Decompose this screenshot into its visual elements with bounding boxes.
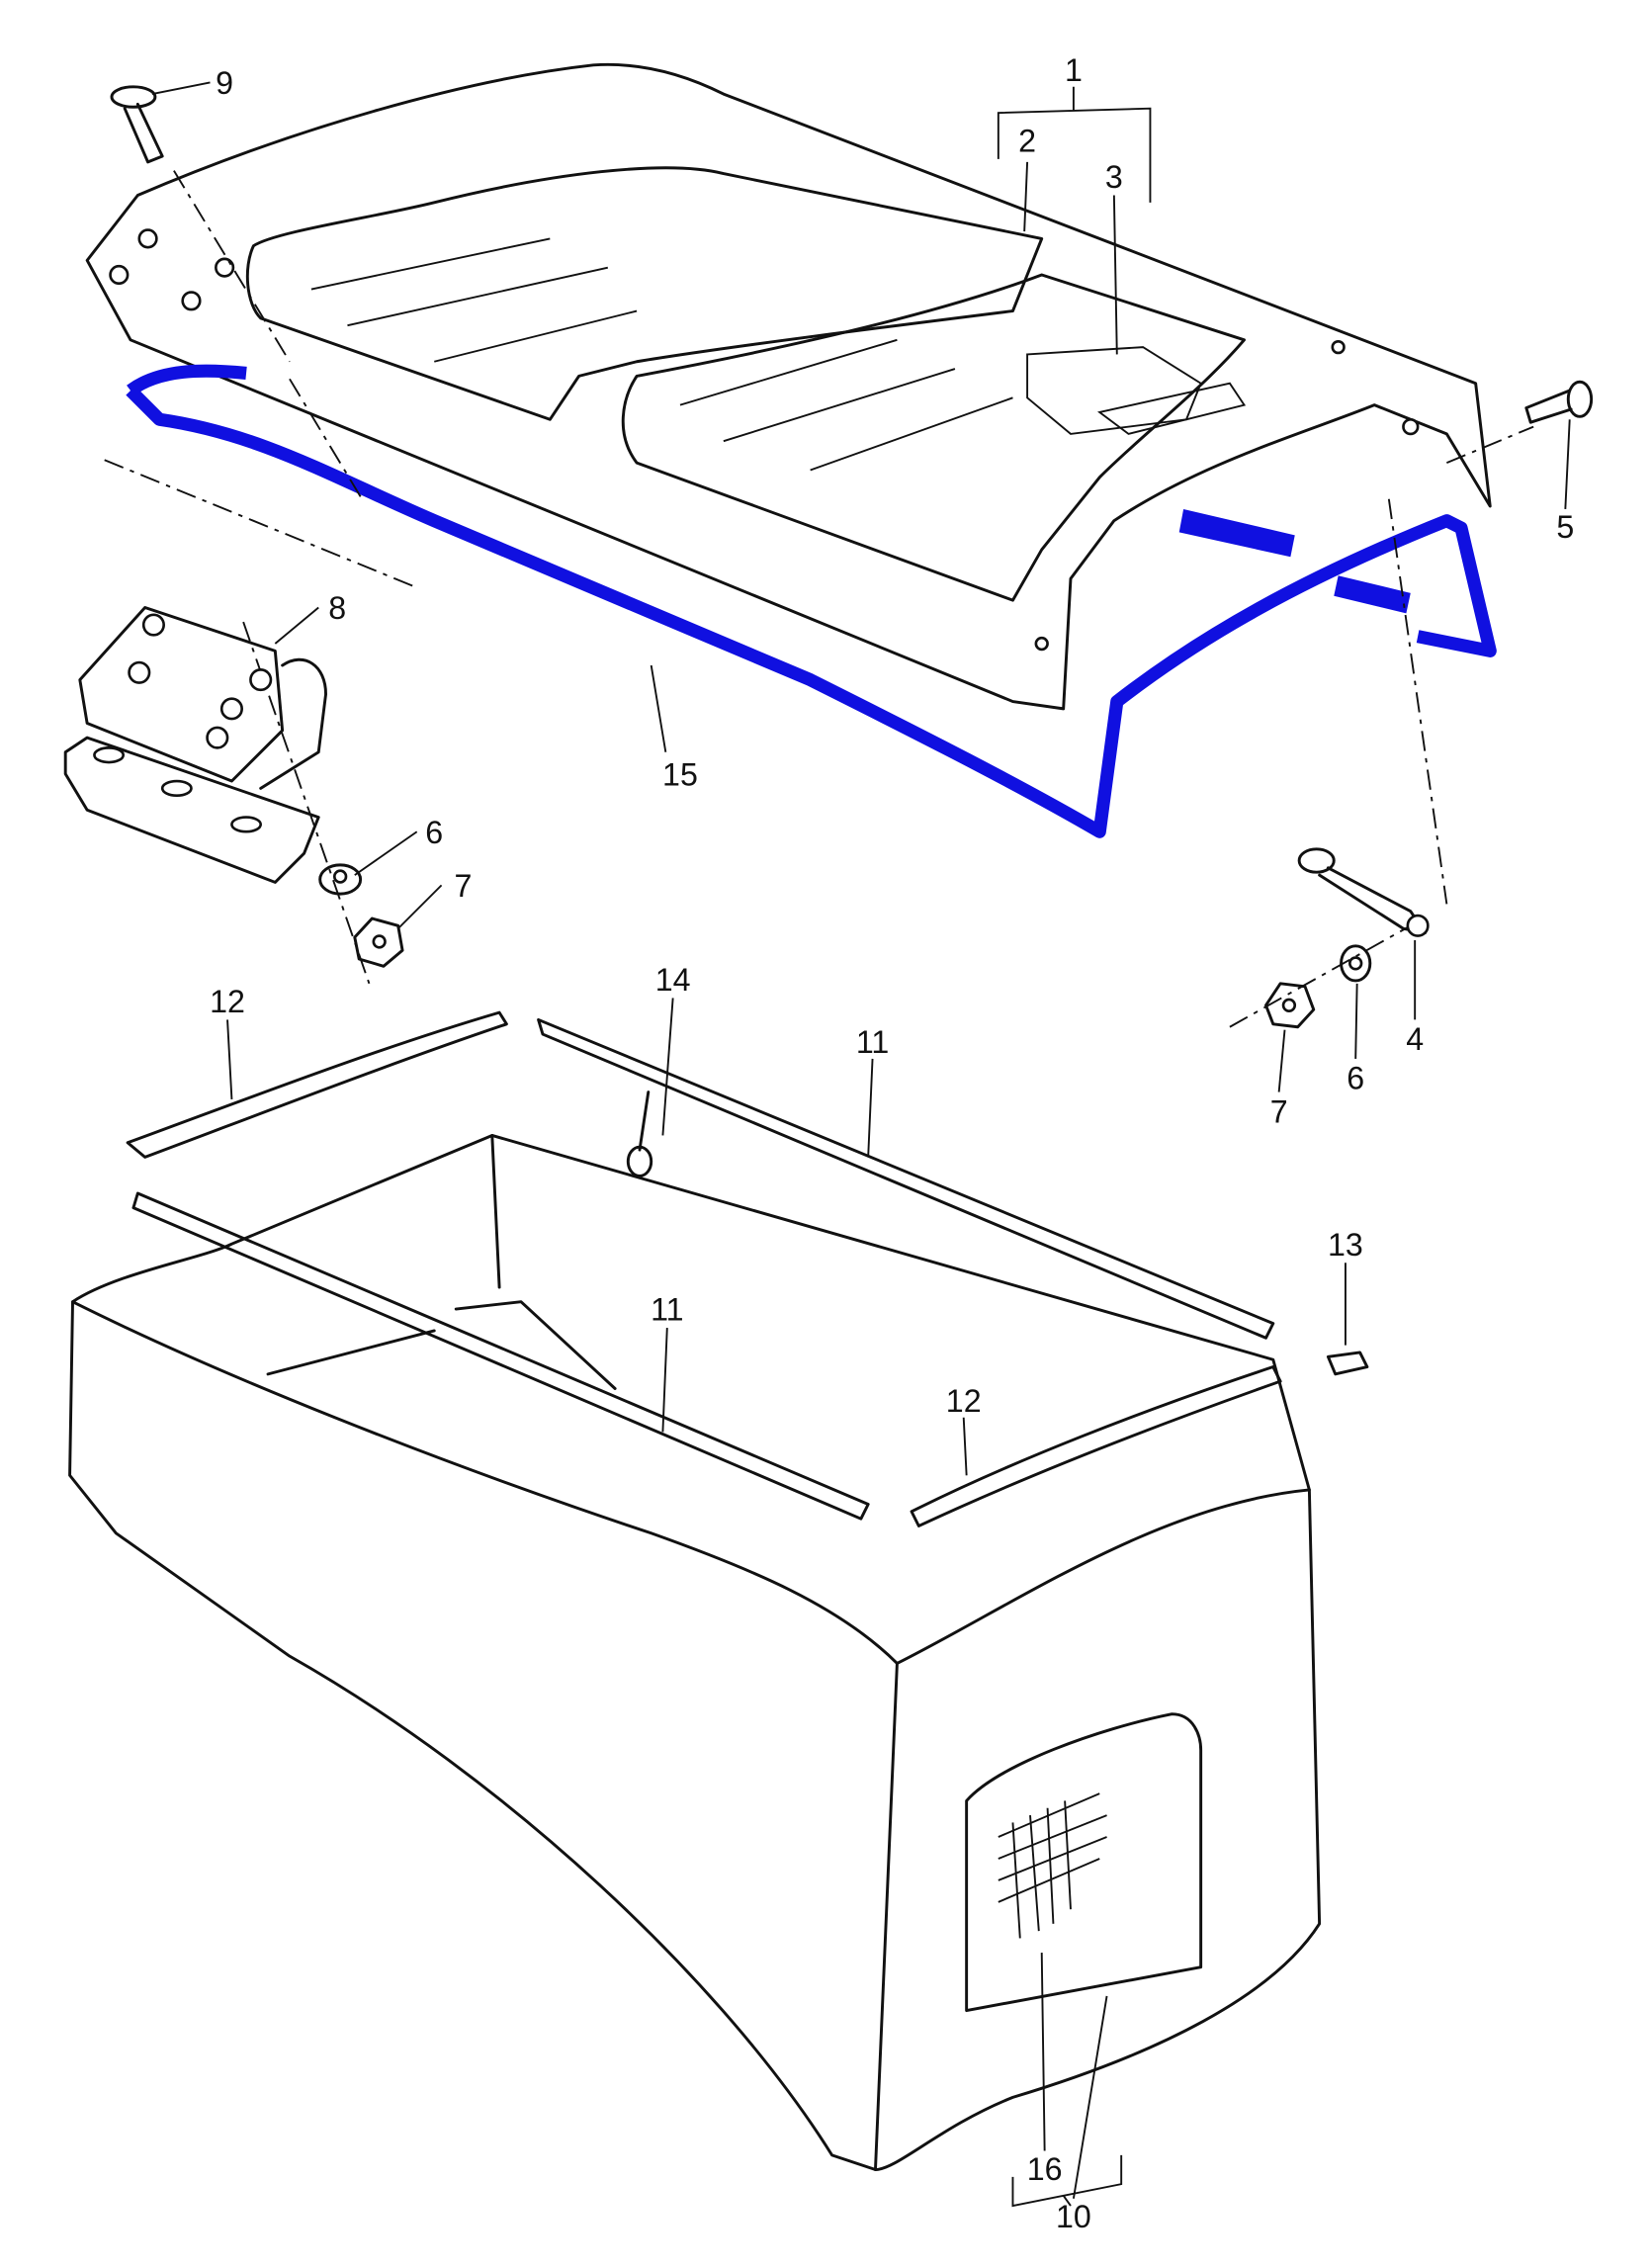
trunk-lid [85, 62, 1492, 711]
callout-11-bottom: 11 [651, 1292, 683, 1328]
washer-part-6-left [318, 863, 363, 896]
nut-part-7-right [1264, 982, 1316, 1029]
bolt-part-5 [1524, 380, 1594, 424]
callout-12-left: 12 [210, 984, 245, 1019]
callout-5: 5 [1556, 509, 1574, 545]
callout-6-right: 6 [1347, 1061, 1364, 1096]
callout-12-right: 12 [946, 1383, 982, 1419]
rails [126, 1010, 1282, 1527]
nut-part-7-left [353, 916, 404, 968]
hinge-part-8 [63, 606, 327, 884]
trunk-body [68, 1134, 1322, 2208]
washer-part-6-right [1340, 944, 1372, 983]
callout-4: 4 [1406, 1021, 1424, 1057]
callout-9: 9 [216, 65, 233, 101]
stay-part-4 [1297, 847, 1430, 937]
screw-part-14 [626, 1090, 653, 1178]
callout-7-right: 7 [1270, 1093, 1288, 1129]
callout-3: 3 [1105, 159, 1123, 195]
callout-14: 14 [655, 962, 691, 998]
callout-13: 13 [1328, 1227, 1363, 1263]
clip-part-13 [1326, 1351, 1369, 1376]
callout-1: 1 [1065, 52, 1083, 88]
callout-8: 8 [328, 590, 346, 626]
callout-10: 10 [1056, 2199, 1091, 2234]
callout-2: 2 [1018, 124, 1036, 159]
callout-7-left: 7 [455, 868, 473, 904]
callout-11-top: 11 [856, 1024, 889, 1060]
callout-labels: 1 2 3 5 9 8 15 6 7 12 14 11 4 6 7 13 11 … [210, 52, 1574, 2234]
seal-part-15 [126, 364, 1497, 838]
callout-16: 16 [1027, 2151, 1063, 2187]
bolt-part-9 [110, 85, 164, 164]
callout-15: 15 [662, 756, 698, 792]
callout-6-left: 6 [425, 815, 443, 850]
